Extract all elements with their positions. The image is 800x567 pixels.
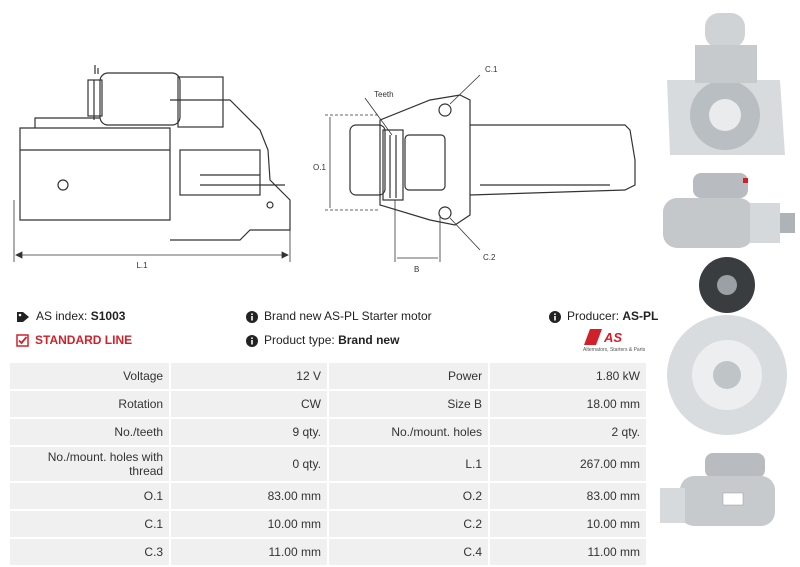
spec-label: C.1 (10, 511, 170, 537)
tag-icon (17, 311, 29, 322)
c1-label: C.1 (485, 65, 498, 74)
product-type-label: Product type: (264, 333, 335, 347)
spec-value: 12 V (171, 363, 327, 389)
producer-value: AS-PL (622, 309, 659, 323)
spec-value: 10.00 mm (171, 511, 327, 537)
product-photo-side[interactable] (655, 168, 800, 258)
technical-drawings: L.1 Teeth C.1 C.2 O.1 B (13, 65, 636, 274)
spec-label: O.2 (328, 483, 489, 509)
spec-value: 18.00 mm (490, 391, 646, 417)
front-view-drawing (349, 94, 636, 226)
spec-label: C.4 (328, 539, 489, 565)
spec-value: 2 qty. (490, 419, 646, 445)
spec-label: Power (328, 363, 489, 389)
spec-label: Size B (328, 391, 489, 417)
as-index: AS index: S1003 (16, 309, 125, 323)
description: Brand new AS-PL Starter motor (246, 309, 432, 323)
side-view-drawing (19, 65, 291, 241)
as-index-value: S1003 (90, 309, 126, 323)
product-photo-front[interactable] (655, 255, 800, 445)
spec-value: 10.00 mm (490, 511, 646, 537)
spec-label: No./mount. holes with thread (10, 447, 170, 481)
as-logo-mark: AS (584, 329, 622, 345)
spec-label: Voltage (10, 363, 170, 389)
b-label: B (414, 265, 419, 274)
spec-value: 1.80 kW (490, 363, 646, 389)
info-icon (246, 334, 258, 347)
length-label: L.1 (136, 261, 148, 270)
spec-value: 83.00 mm (490, 483, 646, 509)
spec-label: C.3 (10, 539, 170, 565)
product-type-value: Brand new (338, 333, 400, 347)
logo-subtitle: Alternators, Starters & Parts (583, 347, 646, 353)
spec-label: No./mount. holes (328, 419, 489, 445)
producer: Producer: AS-PL (549, 309, 658, 323)
teeth-label: Teeth (374, 90, 394, 99)
spec-value: 9 qty. (171, 419, 327, 445)
spec-label: Rotation (10, 391, 170, 417)
spec-label: C.2 (328, 511, 489, 537)
o1-label: O.1 (313, 163, 326, 172)
checkbox-icon (16, 334, 29, 348)
product-photos (655, 0, 800, 546)
c2-label: C.2 (483, 253, 496, 262)
spec-label: No./teeth (10, 419, 170, 445)
logo-text: AS (603, 330, 622, 345)
spec-value: CW (171, 391, 327, 417)
spec-value: 267.00 mm (490, 447, 646, 481)
info-icon (246, 310, 258, 323)
spec-label: O.1 (10, 483, 170, 509)
description-text: Brand new AS-PL Starter motor (264, 309, 432, 323)
as-index-label: AS index: (36, 309, 88, 323)
spec-label: L.1 (328, 447, 489, 481)
standard-line-label: STANDARD LINE (35, 333, 133, 347)
spec-value: 83.00 mm (171, 483, 327, 509)
product-photo-angle[interactable] (655, 448, 800, 543)
product-type: Product type: Brand new (246, 333, 399, 347)
as-pl-logo: AS (582, 327, 652, 357)
length-dimension (13, 200, 291, 262)
producer-label: Producer: (567, 309, 620, 323)
spec-value: 0 qty. (171, 447, 327, 481)
spec-value: 11.00 mm (490, 539, 646, 565)
product-photo-rear[interactable] (655, 5, 800, 165)
front-view-dimensions (325, 74, 481, 262)
standard-line: STANDARD LINE (16, 333, 133, 348)
spec-value: 11.00 mm (171, 539, 327, 565)
info-icon (549, 310, 561, 323)
